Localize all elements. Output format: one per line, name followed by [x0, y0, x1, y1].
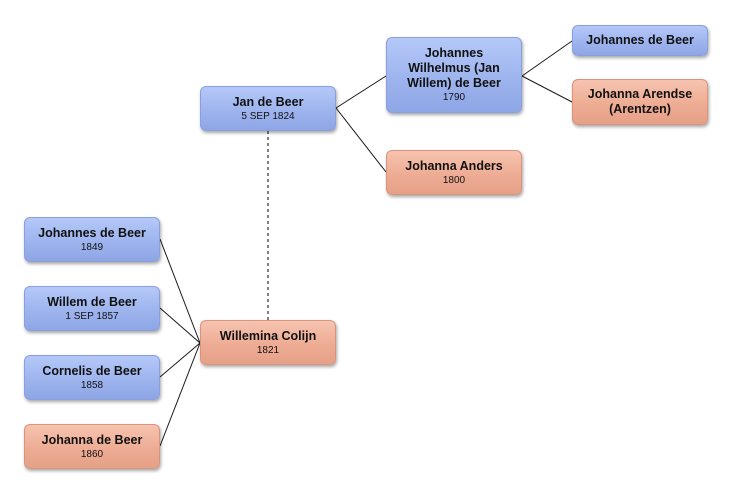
person-name: Johannes de Beer	[38, 225, 146, 240]
person-node-cornelis-de-beer[interactable]: Cornelis de Beer 1858	[24, 355, 160, 400]
connector-willemina-to-willem	[159, 307, 201, 344]
person-date: 1858	[80, 379, 104, 391]
person-node-jan-de-beer[interactable]: Jan de Beer 5 SEP 1824	[200, 86, 336, 131]
person-name: Jan de Beer	[232, 94, 304, 109]
connector-jan-to-father	[335, 75, 387, 109]
person-node-johanna-arendse[interactable]: Johanna Arendse (Arentzen)	[572, 79, 708, 125]
person-node-johanna-de-beer[interactable]: Johanna de Beer 1860	[24, 424, 160, 469]
person-date: 1860	[80, 448, 104, 460]
connector-father-to-grandfather	[521, 40, 573, 77]
person-name: Cornelis de Beer	[42, 363, 142, 378]
person-date: 1821	[256, 344, 280, 356]
connector-willemina-to-johannes	[159, 238, 201, 344]
person-node-willemina-colijn[interactable]: Willemina Colijn 1821	[200, 320, 336, 365]
person-node-johannes-de-beer-grandfather[interactable]: Johannes de Beer	[572, 25, 708, 56]
connector-willemina-to-cornelis	[159, 342, 201, 378]
person-date: 1 SEP 1857	[65, 310, 119, 322]
person-node-willem-de-beer[interactable]: Willem de Beer 1 SEP 1857	[24, 286, 160, 331]
person-node-johannes-wilhelmus-de-beer[interactable]: Johannes Wilhelmus (Jan Willem) de Beer …	[386, 37, 522, 113]
person-date: 1849	[80, 241, 104, 253]
person-name: Willem de Beer	[47, 294, 137, 309]
connector-jan-to-mother	[335, 107, 387, 173]
person-name: Johanna Anders	[405, 158, 503, 173]
person-name: Johanna de Beer	[41, 432, 143, 447]
person-node-johanna-anders[interactable]: Johanna Anders 1800	[386, 150, 522, 195]
person-name: Johannes de Beer	[586, 33, 694, 47]
connector-willemina-to-johanna	[159, 342, 201, 447]
person-name: Willemina Colijn	[219, 328, 317, 343]
person-name: Johanna Arendse (Arentzen)	[587, 87, 693, 116]
person-date: 1800	[442, 174, 466, 186]
person-node-johannes-de-beer-child[interactable]: Johannes de Beer 1849	[24, 217, 160, 262]
person-name: Johannes Wilhelmus (Jan Willem) de Beer	[407, 46, 501, 90]
person-date: 5 SEP 1824	[241, 110, 295, 122]
connector-father-to-grandmother	[521, 75, 573, 103]
person-date: 1790	[442, 92, 466, 103]
